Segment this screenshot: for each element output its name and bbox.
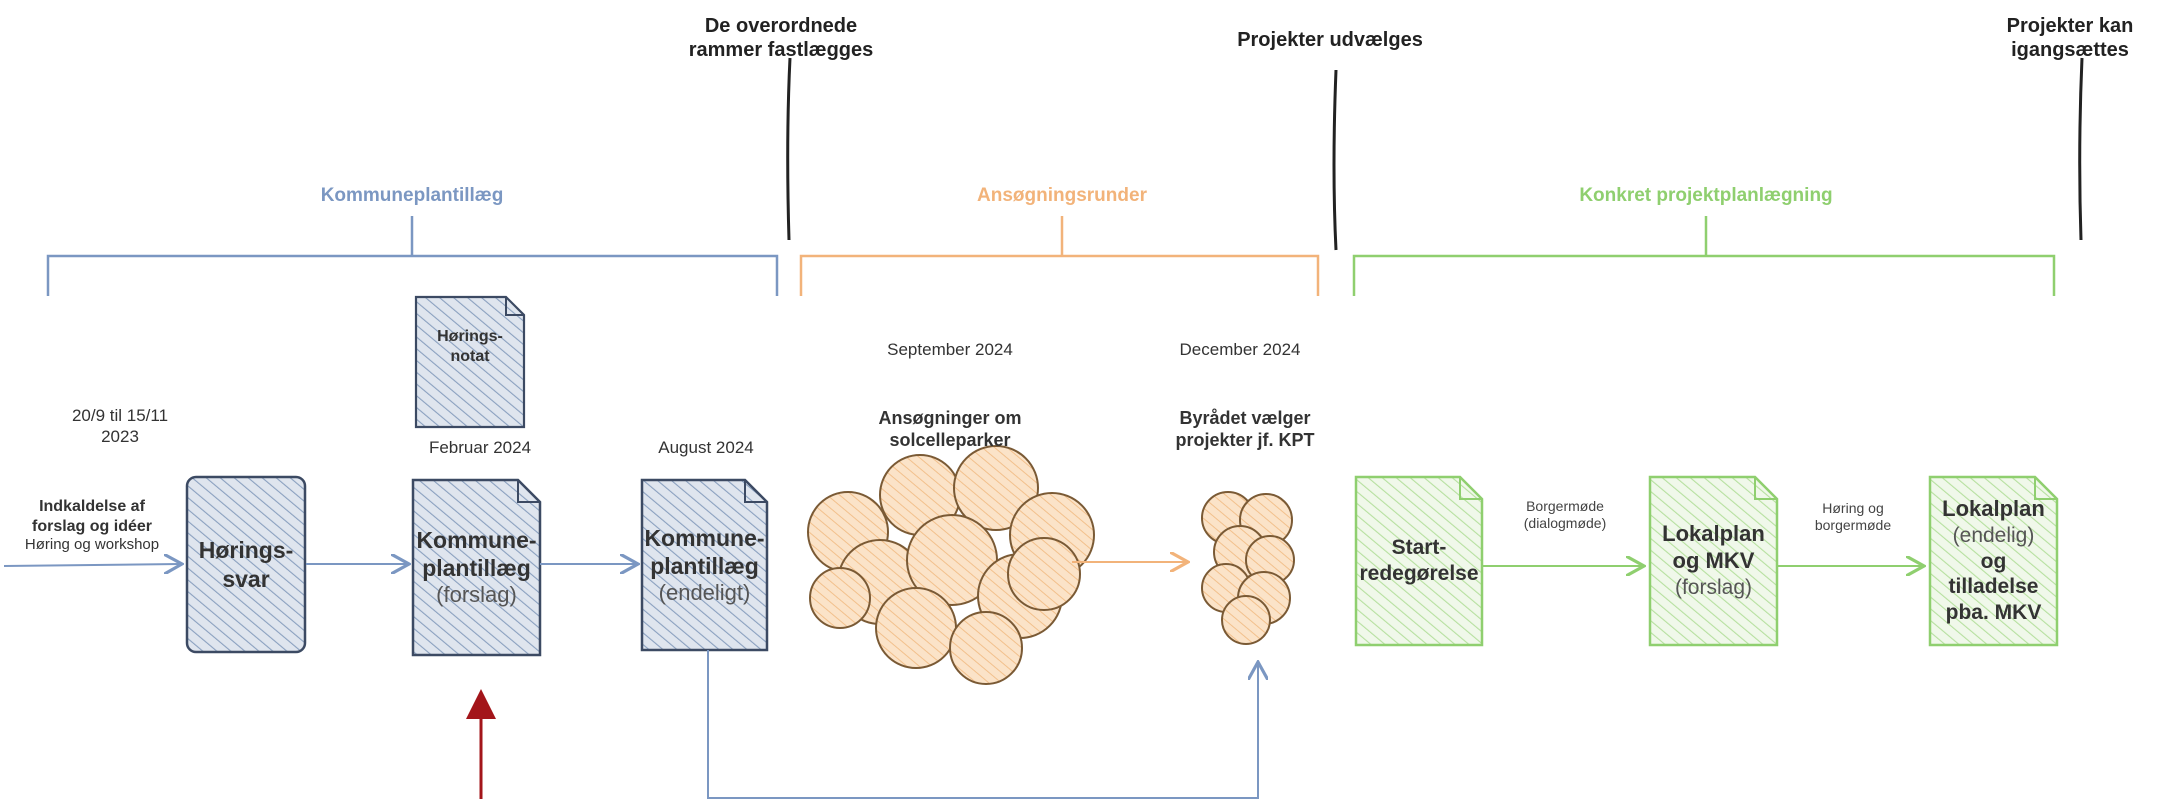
start-title: Indkaldelse af forslag og idéer: [31, 498, 153, 535]
lokalplan-forslag-fold: [1754, 477, 1777, 500]
kpt-endeligt-fold: [744, 480, 767, 503]
startredegoerelse-label: Start- redegørelse: [1359, 536, 1479, 585]
phase-label-kommuneplantillaeg: Kommuneplantillæg: [320, 185, 504, 206]
milestone-line-igangsaettes: [2078, 57, 2084, 241]
milestone-lines: [786, 57, 2084, 251]
byraadet-cloud: [1201, 491, 1295, 645]
lokalplan-forslag-title: Lokalplan og MKV: [1662, 521, 1765, 574]
lokalplan-endelig-line3: og tilladelse pba. MKV: [1945, 549, 2042, 625]
kpt-endeligt-subtitle: (endeligt): [658, 579, 751, 605]
ansoegninger-cloud: [807, 445, 1095, 685]
lokalplan-forslag-doc: [1648, 475, 1779, 647]
start-subtitle: Høring og workshop: [24, 536, 160, 553]
milestone-line-rammer: [786, 57, 792, 241]
bracket-konkret: [1352, 216, 2056, 296]
date-december-2024: December 2024: [1179, 340, 1301, 359]
date-august-2024: August 2024: [658, 438, 754, 457]
horingsnotat-label: Hørings- notat: [437, 328, 503, 365]
bracket-kommuneplantillaeg: [46, 216, 779, 296]
horingssvar-label: Hørings- svar: [198, 537, 294, 592]
kpt-endeligt-title: Kommune- plantillæg: [644, 524, 765, 579]
lokalplan-endelig-doc: [1928, 475, 2059, 647]
startredegoerelse-fold: [1459, 477, 1482, 500]
kpt-forslag-fold: [517, 480, 540, 503]
horingsnotat-fold: [505, 297, 524, 316]
kpt-forslag-title: Kommune- plantillæg: [416, 527, 537, 582]
arrow-start-to-horingssvar: [3, 564, 180, 566]
lokalplan-endelig-fold: [2034, 477, 2057, 500]
startredegoerelse-doc: [1354, 475, 1484, 647]
milestone-projekter-udvaelges: Projekter udvælges: [1237, 29, 1423, 51]
horingsnotat-doc: [414, 295, 526, 429]
date-februar-2024: Februar 2024: [428, 438, 532, 457]
bracket-ansoegningsrunder: [799, 216, 1320, 296]
milestone-line-udvaelges: [1332, 69, 1338, 251]
phase-label-ansoegningsrunder: Ansøgningsrunder: [977, 185, 1147, 206]
date-2023: 20/9 til 15/11 2023: [71, 406, 169, 446]
date-september-2024: September 2024: [887, 340, 1013, 359]
kpt-endeligt-label: Kommune- plantillæg (endeligt): [636, 480, 773, 650]
arrow-label-borgermoede: Borgermøde (dialogmøde): [1523, 498, 1607, 532]
flow-arrows: [3, 562, 1922, 799]
byraadet-label: Byrådet vælger projekter jf. KPT: [1175, 408, 1315, 450]
kpt-forslag-label: Kommune- plantillæg (forslag): [405, 480, 548, 655]
phase-label-konkret: Konkret projektplanlægning: [1579, 185, 1833, 206]
kpt-forslag-subtitle: (forslag): [436, 582, 517, 608]
kpt-forslag-doc: [411, 478, 542, 657]
kpt-endeligt-doc: [640, 478, 769, 652]
lokalplan-endelig-line2: (endelig): [1952, 524, 2035, 548]
arrow-kpt-endeligt-to-byraadet: [707, 650, 1258, 799]
milestone-rammer: De overordnede rammer fastlægges: [688, 15, 874, 62]
arrow-label-horing-borgermoede: Høring og borgermøde: [1814, 500, 1892, 534]
lokalplan-forslag-label: Lokalplan og MKV (forslag): [1650, 477, 1777, 645]
ansoegninger-label: Ansøgninger om solcelleparker: [878, 408, 1022, 450]
horingssvar-box: [185, 475, 307, 654]
milestone-igangsaettes: Projekter kan igangsættes: [2006, 15, 2134, 62]
lokalplan-endelig-label: Lokalplan (endelig) og tilladelse pba. M…: [1930, 477, 2057, 645]
lokalplan-endelig-line1: Lokalplan: [1942, 496, 2045, 522]
lokalplan-forslag-subtitle: (forslag): [1674, 576, 1753, 600]
